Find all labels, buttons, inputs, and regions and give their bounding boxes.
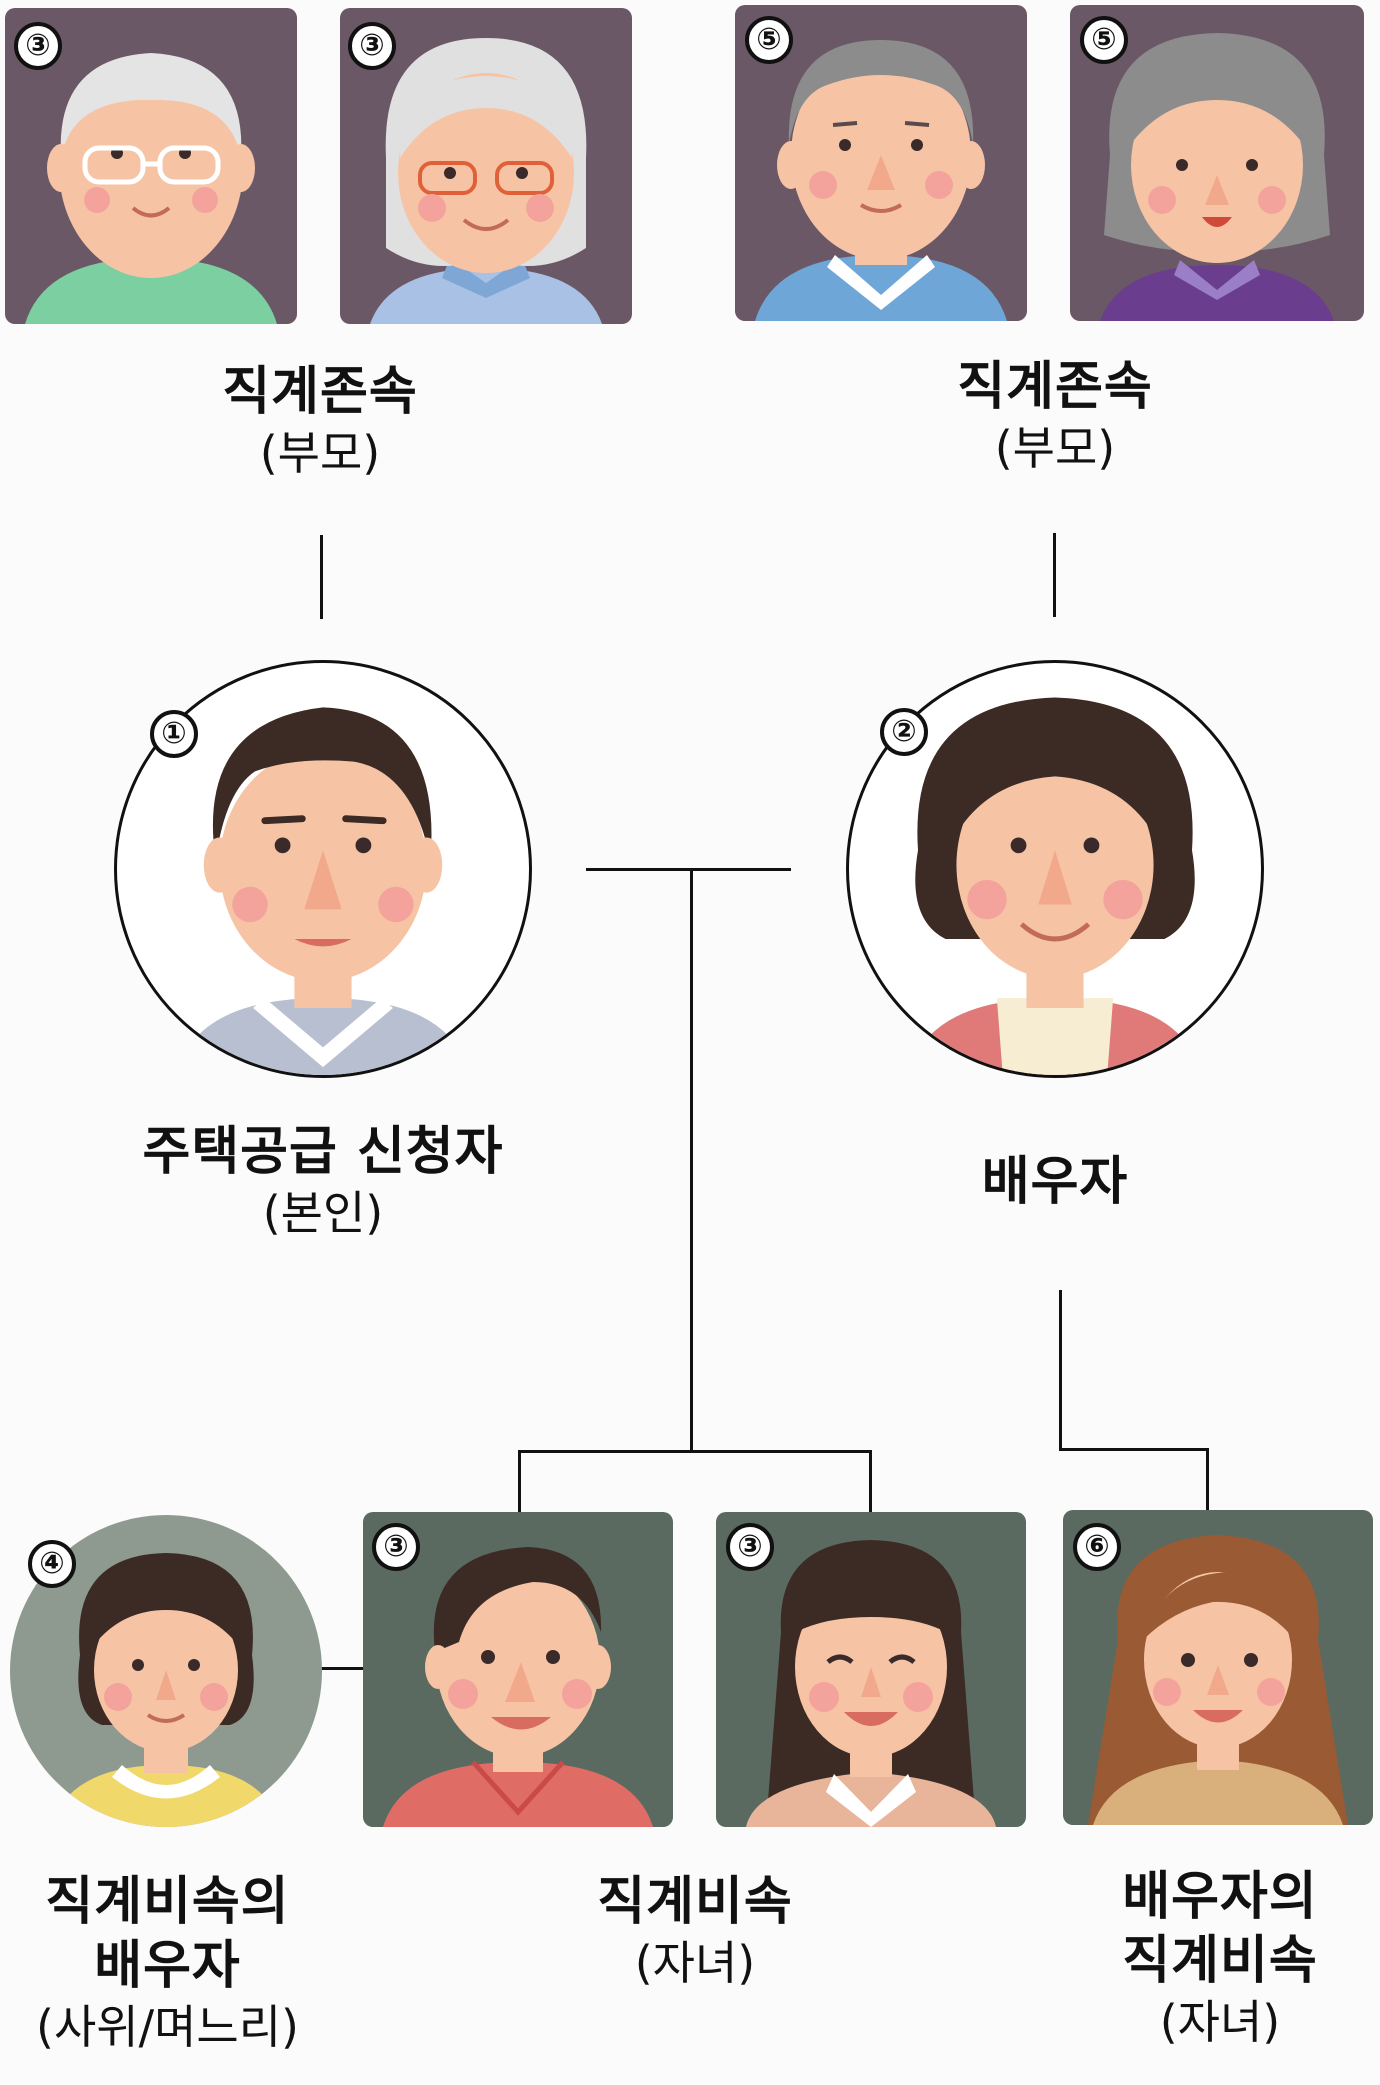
connector-in-law (318, 1667, 363, 1670)
connector-spouse-child-drop (1206, 1448, 1209, 1510)
badge-spouse-grandfather: ⑤ (745, 16, 793, 64)
label-spouse: 배우자 (905, 1150, 1205, 1214)
label-spouse-children-main-1: 배우자의 (1070, 1865, 1370, 1929)
connector-daughter-drop (869, 1450, 872, 1512)
connector-left-parent (320, 535, 323, 619)
label-applicant: 주택공급 신청자 (본인) (90, 1120, 556, 1242)
connector-children-bar (518, 1450, 872, 1453)
label-parents-right-sub: (부모) (905, 419, 1205, 477)
label-in-law: 직계비속의 배우자 (사위/며느리) (0, 1870, 335, 2056)
label-applicant-sub: (본인) (90, 1184, 556, 1242)
connector-right-parent (1053, 533, 1056, 617)
badge-paternal-grandmother: ③ (348, 22, 396, 70)
connector-spouse-stem (1059, 1290, 1062, 1450)
label-applicant-main: 주택공급 신청자 (90, 1120, 556, 1184)
label-parents-right: 직계존속 (부모) (905, 355, 1205, 477)
label-in-law-main-2: 배우자 (0, 1934, 335, 1998)
badge-spouse: ② (880, 708, 928, 756)
badge-applicant: ① (150, 710, 198, 758)
connector-spouse-bar (1059, 1448, 1209, 1451)
badge-spouse-child: ⑥ (1073, 1523, 1121, 1571)
connector-couple (586, 868, 791, 871)
label-spouse-children-main-2: 직계비속 (1070, 1929, 1370, 1993)
connector-children-stem (690, 868, 693, 1450)
label-parents-right-main: 직계존속 (905, 355, 1205, 419)
label-children-sub: (자녀) (545, 1934, 845, 1992)
label-spouse-main: 배우자 (905, 1150, 1205, 1214)
connector-son-drop (518, 1450, 521, 1512)
label-spouse-children: 배우자의 직계비속 (자녀) (1070, 1865, 1370, 2051)
label-spouse-children-sub: (자녀) (1070, 1993, 1370, 2051)
label-in-law-main-1: 직계비속의 (0, 1870, 335, 1934)
label-children: 직계비속 (자녀) (545, 1870, 845, 1992)
label-children-main: 직계비속 (545, 1870, 845, 1934)
badge-daughter: ③ (726, 1523, 774, 1571)
badge-in-law: ④ (28, 1540, 76, 1588)
badge-spouse-grandmother: ⑤ (1080, 16, 1128, 64)
label-in-law-sub: (사위/며느리) (0, 1998, 335, 2056)
label-parents-left-sub: (부모) (170, 424, 470, 482)
label-parents-left: 직계존속 (부모) (170, 360, 470, 482)
badge-son: ③ (372, 1523, 420, 1571)
badge-paternal-grandfather: ③ (14, 22, 62, 70)
label-parents-left-main: 직계존속 (170, 360, 470, 424)
